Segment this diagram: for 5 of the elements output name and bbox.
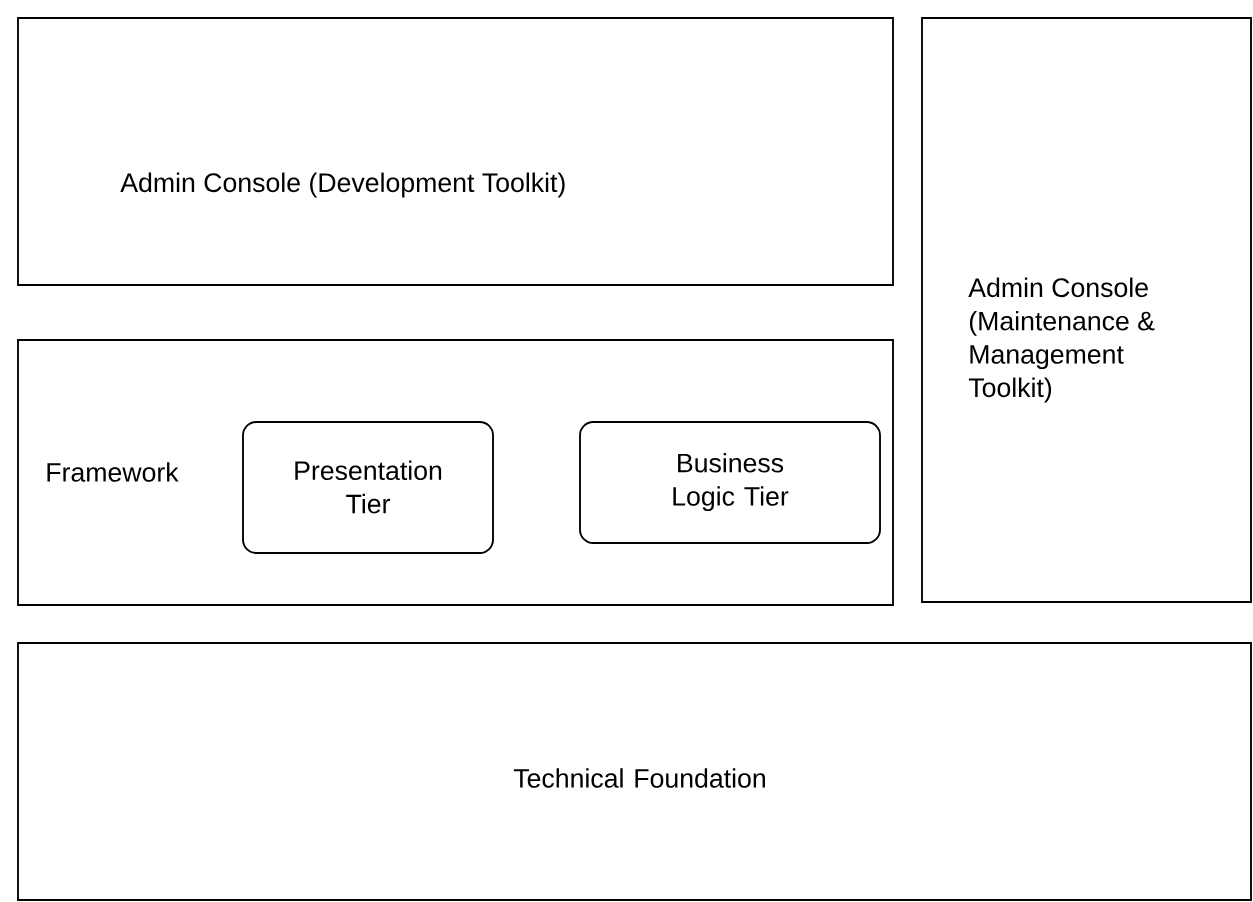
tier-box: Business Logic Tier — [579, 421, 881, 544]
tier-box: Presentation Tier — [242, 421, 494, 554]
foundation-box: Technical Foundation — [17, 642, 1252, 901]
panel-box: Admin Console (Development Toolkit) — [17, 17, 894, 286]
panel-box: Admin Console (Maintenance & Management Toolkit) — [921, 17, 1252, 603]
